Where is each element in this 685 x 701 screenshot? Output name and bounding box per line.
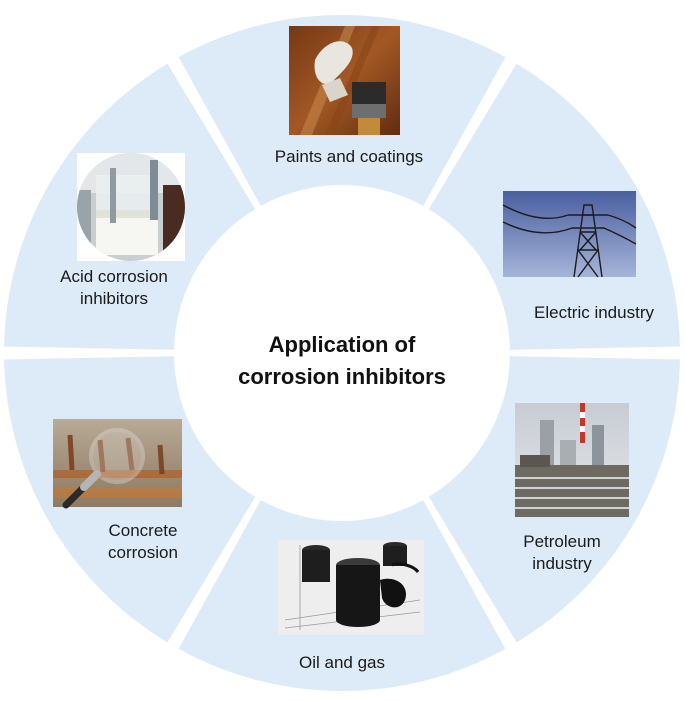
magnifier-rusted-rebar-photo xyxy=(53,419,182,509)
paint-brush-wood-photo xyxy=(289,26,400,135)
segment-label-1-line-1: Paints and coatings xyxy=(275,147,423,166)
refinery-plant-photo xyxy=(515,403,629,517)
center-circle xyxy=(174,185,510,521)
segment-label-3-line-2: industry xyxy=(532,554,592,573)
center-title-line-1: Application of xyxy=(269,332,416,357)
oil-barrels-dollar-photo xyxy=(278,540,424,635)
segment-label-5-line-1: Concrete xyxy=(109,521,178,540)
power-transmission-tower-photo xyxy=(502,191,637,278)
center-title-line-2: corrosion inhibitors xyxy=(238,364,446,389)
segment-label-5-line-2: corrosion xyxy=(108,543,178,562)
segment-label-2-line-1: Electric industry xyxy=(534,303,654,322)
segment-label-3-line-1: Petroleum xyxy=(523,532,600,551)
segment-label-6-line-1: Acid corrosion xyxy=(60,267,168,286)
segment-label-4-line-1: Oil and gas xyxy=(299,653,385,672)
segment-label-6-line-2: inhibitors xyxy=(80,289,148,308)
acid-beaker-lab-photo xyxy=(77,153,185,261)
